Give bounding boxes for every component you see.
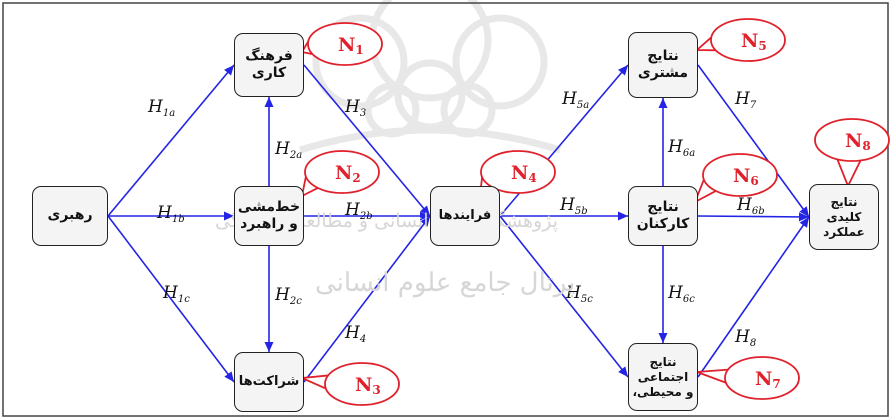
edge-label-h2a: H2a bbox=[274, 139, 302, 161]
node-label-line: نتایج bbox=[647, 47, 679, 64]
edge-label-h5a: H5a bbox=[561, 89, 589, 111]
callout-label-n5: N5 bbox=[741, 30, 767, 53]
node-label-line: کارکنان bbox=[636, 216, 690, 232]
edge-label-h2c: H2c bbox=[274, 285, 302, 307]
edge-label-h3: H3 bbox=[344, 97, 366, 119]
callout-n7: N7 bbox=[696, 356, 800, 400]
edge-h4 bbox=[303, 215, 431, 383]
arrowhead-h4 bbox=[420, 216, 430, 227]
node-partnerships: شراکت‌ها bbox=[234, 352, 304, 412]
callout-n5: N5 bbox=[696, 18, 786, 62]
node-label-line: مشتری bbox=[637, 65, 689, 81]
callout-label-n8: N8 bbox=[845, 130, 871, 153]
callout-label-n4: N4 bbox=[511, 162, 537, 185]
callout-n4: N4 bbox=[479, 150, 556, 197]
arrowhead-h1c bbox=[224, 371, 234, 382]
edge-h5c bbox=[499, 215, 629, 378]
node-label-line: عملکرد bbox=[823, 224, 865, 239]
node-label-line: رهبری bbox=[47, 207, 93, 224]
arrowhead-h7 bbox=[799, 206, 809, 217]
arrowhead-h8 bbox=[799, 217, 809, 228]
node-label-line: فرایندها bbox=[438, 207, 492, 223]
edge-label-h2b: H2b bbox=[344, 200, 373, 222]
callout-label-n1: N1 bbox=[338, 34, 364, 57]
edge-h8 bbox=[697, 216, 810, 378]
arrowhead-h2b bbox=[420, 211, 430, 221]
edge-label-h7: H7 bbox=[734, 89, 757, 111]
node-label-line: خط‌مشی bbox=[237, 198, 301, 215]
edge-h6b bbox=[697, 215, 810, 218]
callout-n3: N3 bbox=[301, 362, 400, 406]
arrowhead-h5b bbox=[618, 211, 628, 221]
callout-label-n7: N7 bbox=[755, 368, 781, 391]
watermark-line-2: پرتال جامع علوم انسانی bbox=[315, 268, 576, 298]
edge-h1a bbox=[107, 64, 235, 217]
node-leadership: رهبری bbox=[32, 186, 108, 246]
node-label-line: و محیطی، bbox=[632, 384, 694, 399]
node-label-line: اجتماعی bbox=[637, 369, 689, 384]
watermark-logo bbox=[298, 0, 562, 154]
node-label-line: کلیدی bbox=[826, 209, 862, 224]
arrowhead-h3 bbox=[420, 205, 430, 216]
node-processes: فرایندها bbox=[430, 186, 500, 246]
edge-label-h6c: H6c bbox=[667, 283, 695, 305]
callout-label-n3: N3 bbox=[355, 374, 381, 397]
edge-label-h4: H4 bbox=[344, 323, 366, 345]
arrowhead-h1a bbox=[224, 65, 234, 76]
callout-n2: N2 bbox=[301, 150, 380, 197]
callout-n6: N6 bbox=[694, 153, 778, 203]
node-label-line: کاری bbox=[251, 65, 287, 81]
node-label-line: نتایج bbox=[647, 198, 679, 215]
callout-label-n6: N6 bbox=[733, 165, 759, 188]
node-label-line: نتایج bbox=[649, 354, 677, 369]
node-label-line: و راهبرد bbox=[240, 216, 298, 232]
arrowhead-h6c bbox=[658, 333, 668, 343]
edge-label-h5b: H5b bbox=[559, 195, 588, 217]
node-label-line: فرهنگ bbox=[245, 47, 293, 64]
edge-label-h1c: H1c bbox=[162, 283, 190, 305]
arrowhead-h1b bbox=[224, 211, 234, 221]
edge-label-h8: H8 bbox=[734, 327, 756, 349]
edge-label-h5c: H5c bbox=[565, 283, 593, 305]
edge-h1c bbox=[107, 215, 235, 383]
callout-n8: N8 bbox=[814, 118, 890, 187]
arrowhead-h2a bbox=[264, 97, 274, 107]
node-label-line: شراکت‌ها bbox=[238, 373, 300, 389]
arrowhead-h5a bbox=[618, 65, 628, 76]
edge-h7 bbox=[697, 64, 810, 218]
edge-label-h6a: H6a bbox=[667, 137, 695, 159]
edge-label-h6b: H6b bbox=[736, 195, 765, 217]
callout-label-n2: N2 bbox=[335, 162, 361, 185]
arrowhead-h5c bbox=[618, 366, 628, 377]
callout-n1: N1 bbox=[301, 22, 383, 66]
arrowhead-h6b bbox=[798, 212, 809, 222]
arrowhead-h2c bbox=[264, 342, 274, 352]
edge-label-h1b: H1b bbox=[156, 203, 185, 225]
edge-h3 bbox=[303, 64, 431, 217]
edge-label-h1a: H1a bbox=[147, 97, 175, 119]
arrowhead-h6a bbox=[658, 98, 668, 108]
node-label-line: نتایج bbox=[830, 194, 858, 209]
